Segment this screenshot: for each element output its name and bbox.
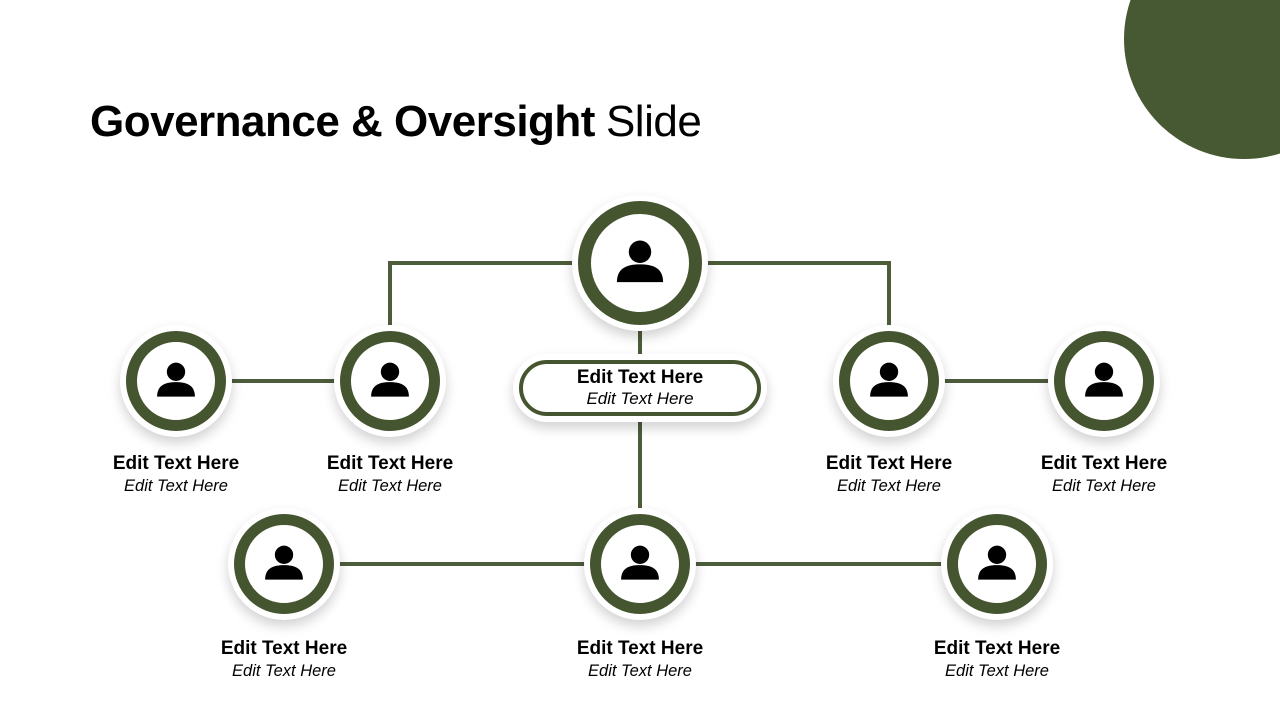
node-label-row2-1[interactable]: Edit Text Here Edit Text Here: [66, 452, 286, 497]
org-node-bottom-2[interactable]: [584, 508, 696, 620]
person-icon: [1085, 362, 1123, 397]
person-icon: [616, 240, 664, 283]
pill-subtitle-text[interactable]: Edit Text Here: [586, 389, 694, 408]
label-subtitle[interactable]: Edit Text Here: [945, 662, 1049, 680]
connector-right-pair: [889, 379, 1104, 383]
avatar-ring: [126, 331, 226, 431]
person-icon: [371, 362, 409, 397]
org-node-row2-1[interactable]: [120, 325, 232, 437]
avatar-ring: [234, 514, 334, 614]
connector-left-drop: [388, 261, 392, 381]
label-title[interactable]: Edit Text Here: [1040, 453, 1168, 474]
org-node-row2-2[interactable]: [334, 325, 446, 437]
node-label-row2-4[interactable]: Edit Text Here Edit Text Here: [994, 452, 1214, 497]
person-icon: [265, 545, 303, 580]
org-node-row2-3[interactable]: [833, 325, 945, 437]
avatar-ring: [340, 331, 440, 431]
pill-title-text[interactable]: Edit Text Here: [576, 367, 704, 388]
avatar-ring: [578, 201, 702, 325]
center-pill-border: Edit Text Here Edit Text Here: [519, 360, 761, 416]
node-label-row2-2[interactable]: Edit Text Here Edit Text Here: [280, 452, 500, 497]
label-subtitle[interactable]: Edit Text Here: [588, 662, 692, 680]
label-subtitle[interactable]: Edit Text Here: [837, 477, 941, 495]
label-subtitle[interactable]: Edit Text Here: [124, 477, 228, 495]
label-title[interactable]: Edit Text Here: [112, 453, 240, 474]
avatar-ring: [839, 331, 939, 431]
corner-accent-circle: [1124, 0, 1280, 159]
connector-right-drop: [887, 261, 891, 381]
connector-left-pair: [176, 379, 390, 383]
label-title[interactable]: Edit Text Here: [933, 638, 1061, 659]
label-title[interactable]: Edit Text Here: [825, 453, 953, 474]
org-node-row2-4[interactable]: [1048, 325, 1160, 437]
node-label-row2-3[interactable]: Edit Text Here Edit Text Here: [779, 452, 999, 497]
center-pill[interactable]: Edit Text Here Edit Text Here: [513, 354, 767, 422]
person-icon: [621, 545, 659, 580]
label-title[interactable]: Edit Text Here: [576, 638, 704, 659]
node-label-bottom-2[interactable]: Edit Text Here Edit Text Here: [530, 637, 750, 682]
org-node-bottom-3[interactable]: [941, 508, 1053, 620]
node-label-bottom-1[interactable]: Edit Text Here Edit Text Here: [174, 637, 394, 682]
slide-title-light: Slide: [605, 97, 702, 146]
org-node-top[interactable]: [572, 195, 708, 331]
label-subtitle[interactable]: Edit Text Here: [1052, 477, 1156, 495]
label-subtitle[interactable]: Edit Text Here: [338, 477, 442, 495]
org-node-bottom-1[interactable]: [228, 508, 340, 620]
person-icon: [978, 545, 1016, 580]
avatar-ring: [1054, 331, 1154, 431]
label-title[interactable]: Edit Text Here: [326, 453, 454, 474]
person-icon: [157, 362, 195, 397]
label-subtitle[interactable]: Edit Text Here: [232, 662, 336, 680]
avatar-ring: [590, 514, 690, 614]
person-icon: [870, 362, 908, 397]
label-title[interactable]: Edit Text Here: [220, 638, 348, 659]
slide-title-bold: Governance & Oversight: [90, 97, 595, 146]
avatar-ring: [947, 514, 1047, 614]
node-label-bottom-3[interactable]: Edit Text Here Edit Text Here: [887, 637, 1107, 682]
